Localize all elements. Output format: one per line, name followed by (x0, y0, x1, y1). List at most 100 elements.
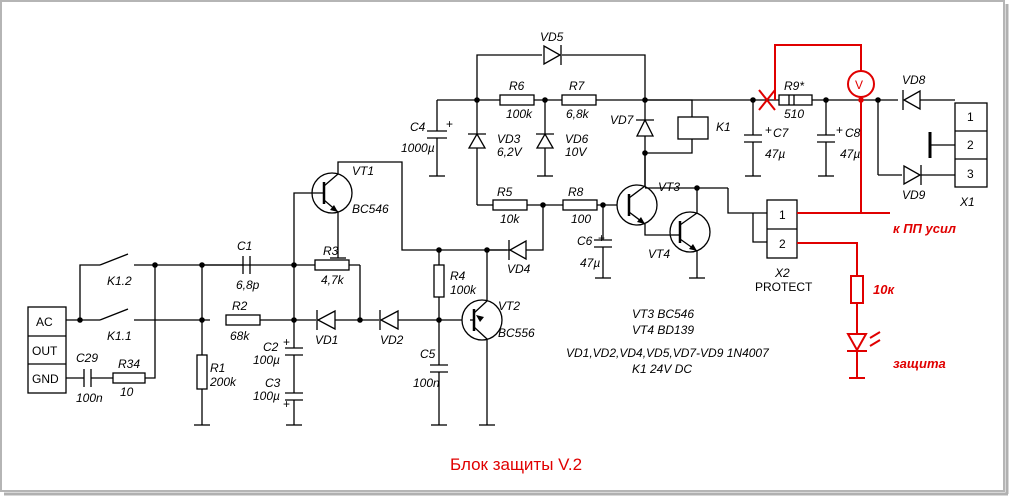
label-x1: X1 (959, 195, 975, 209)
label-c5: C5 (420, 347, 436, 361)
label-c7-value: 47µ (765, 147, 785, 161)
label-c5-value: 100n (413, 376, 440, 390)
resistor-r9 (778, 94, 813, 106)
diode-vd5 (543, 44, 562, 66)
capacitor-c5 (430, 364, 448, 426)
transistor-vt1 (293, 161, 544, 320)
label-r7: R7 (569, 79, 586, 93)
spec-notes: VT3 BC546 VT4 BD139 VD1,VD2,VD4,VD5,VD7-… (566, 307, 770, 376)
label-vd6: VD6 (565, 132, 589, 146)
label-vt1-type: BC546 (352, 202, 389, 216)
label-r8: R8 (568, 185, 584, 199)
transistor-vt4 (645, 187, 728, 279)
label-c2: C2 (263, 340, 279, 354)
label-c7: C7 (773, 126, 790, 140)
diode-vd8 (902, 89, 955, 111)
label-r6-value: 100k (506, 107, 533, 121)
resistor-r3 (314, 259, 350, 271)
diode-vd9 (903, 164, 955, 186)
connector-x1 (928, 102, 988, 188)
switch-k11 (99, 308, 210, 321)
transistor-vt2 (461, 250, 503, 426)
capacitor-c6 (594, 205, 612, 279)
label-c29-value: 100n (76, 391, 103, 405)
label-c8-value: 47µ (840, 147, 860, 161)
svg-text:+: + (836, 123, 843, 137)
label-vt4: VT4 (648, 247, 670, 261)
red-label-amp: к ПП усил (893, 221, 956, 236)
label-k1: K1 (716, 120, 731, 134)
junction-dots (77, 97, 881, 323)
label-k12: K1.2 (107, 274, 132, 288)
gnd-network (66, 265, 156, 387)
label-x1-pin2: 2 (967, 138, 974, 152)
label-vt2-type: BC556 (498, 326, 535, 340)
spec-diodes: VD1,VD2,VD4,VD5,VD7-VD9 1N4007 (566, 346, 770, 360)
label-r9: R9* (784, 79, 804, 93)
resistor-r8 (562, 199, 598, 211)
label-vd3-value: 6,2V (497, 145, 523, 159)
capacitor-c1 (202, 256, 251, 274)
wire-k12-in (79, 264, 100, 320)
label-r34: R34 (118, 357, 140, 371)
zener-vd3 (467, 100, 487, 205)
top-rail (437, 54, 902, 176)
component-labels: VD5 R6 100k R7 6,8k R9* 510 VD8 VD9 C4 1… (32, 30, 975, 405)
connector-x2 (727, 188, 798, 259)
label-gnd: GND (32, 372, 59, 386)
label-c3-value: 100µ (253, 389, 280, 403)
capacitor-c7 (744, 100, 762, 177)
red-label-10k: 10к (873, 282, 895, 297)
red-voltmeter-circuit (774, 44, 890, 379)
label-r9-value: 510 (784, 107, 804, 121)
label-c29: C29 (76, 351, 98, 365)
spec-vt4: VT4 BD139 (632, 323, 694, 337)
label-vt2: VT2 (498, 299, 520, 313)
label-x1-pin3: 3 (967, 167, 974, 181)
label-c8: C8 (845, 126, 861, 140)
spec-vt3: VT3 BC546 (632, 307, 694, 321)
label-r3: R3 (323, 244, 339, 258)
resistor-r1 (194, 265, 210, 426)
resistor-r5 (492, 199, 528, 211)
label-vd6-value: 10V (565, 145, 587, 159)
label-vd7: VD7 (610, 113, 635, 127)
red-label-protection: защита (893, 356, 946, 371)
label-vt1: VT1 (352, 164, 374, 178)
label-c6-value: 47µ (580, 256, 600, 270)
label-x2-pin1: 1 (779, 208, 786, 222)
relay-k1 (645, 99, 709, 154)
label-r1-value: 200k (209, 375, 237, 389)
svg-text:+: + (283, 397, 290, 411)
label-protect: PROTECT (755, 280, 813, 294)
transistor-vt3 (616, 153, 671, 236)
label-r1: R1 (210, 361, 225, 375)
label-x1-pin1: 1 (967, 110, 974, 124)
label-vt3: VT3 (658, 180, 680, 194)
polarity-marks: + + + + + + (283, 117, 843, 411)
red-annotations: к ПП усил 10к защита (873, 221, 956, 371)
svg-text:+: + (765, 123, 772, 137)
label-vd9: VD9 (902, 188, 926, 202)
label-r2: R2 (232, 299, 248, 313)
label-r5-value: 10k (500, 212, 520, 226)
capacitor-c2-c3 (285, 320, 303, 426)
voltmeter-label: V (855, 78, 863, 92)
label-vd2: VD2 (380, 333, 404, 347)
label-vd8: VD8 (902, 73, 926, 87)
svg-text:+: + (446, 117, 453, 131)
resistor-r2 (225, 314, 261, 326)
diagram-title: Блок защиты V.2 (450, 455, 582, 474)
label-vd1: VD1 (315, 333, 338, 347)
label-c4: C4 (410, 120, 426, 134)
svg-text:+: + (283, 335, 290, 349)
label-x2: X2 (774, 266, 790, 280)
label-c3: C3 (265, 376, 281, 390)
label-vd4: VD4 (507, 262, 531, 276)
label-r7-value: 6,8k (566, 107, 590, 121)
label-r3-value: 4,7k (321, 273, 345, 287)
label-r4-value: 100k (450, 283, 477, 297)
zener-vd6 (535, 100, 555, 177)
label-r4: R4 (450, 269, 466, 283)
